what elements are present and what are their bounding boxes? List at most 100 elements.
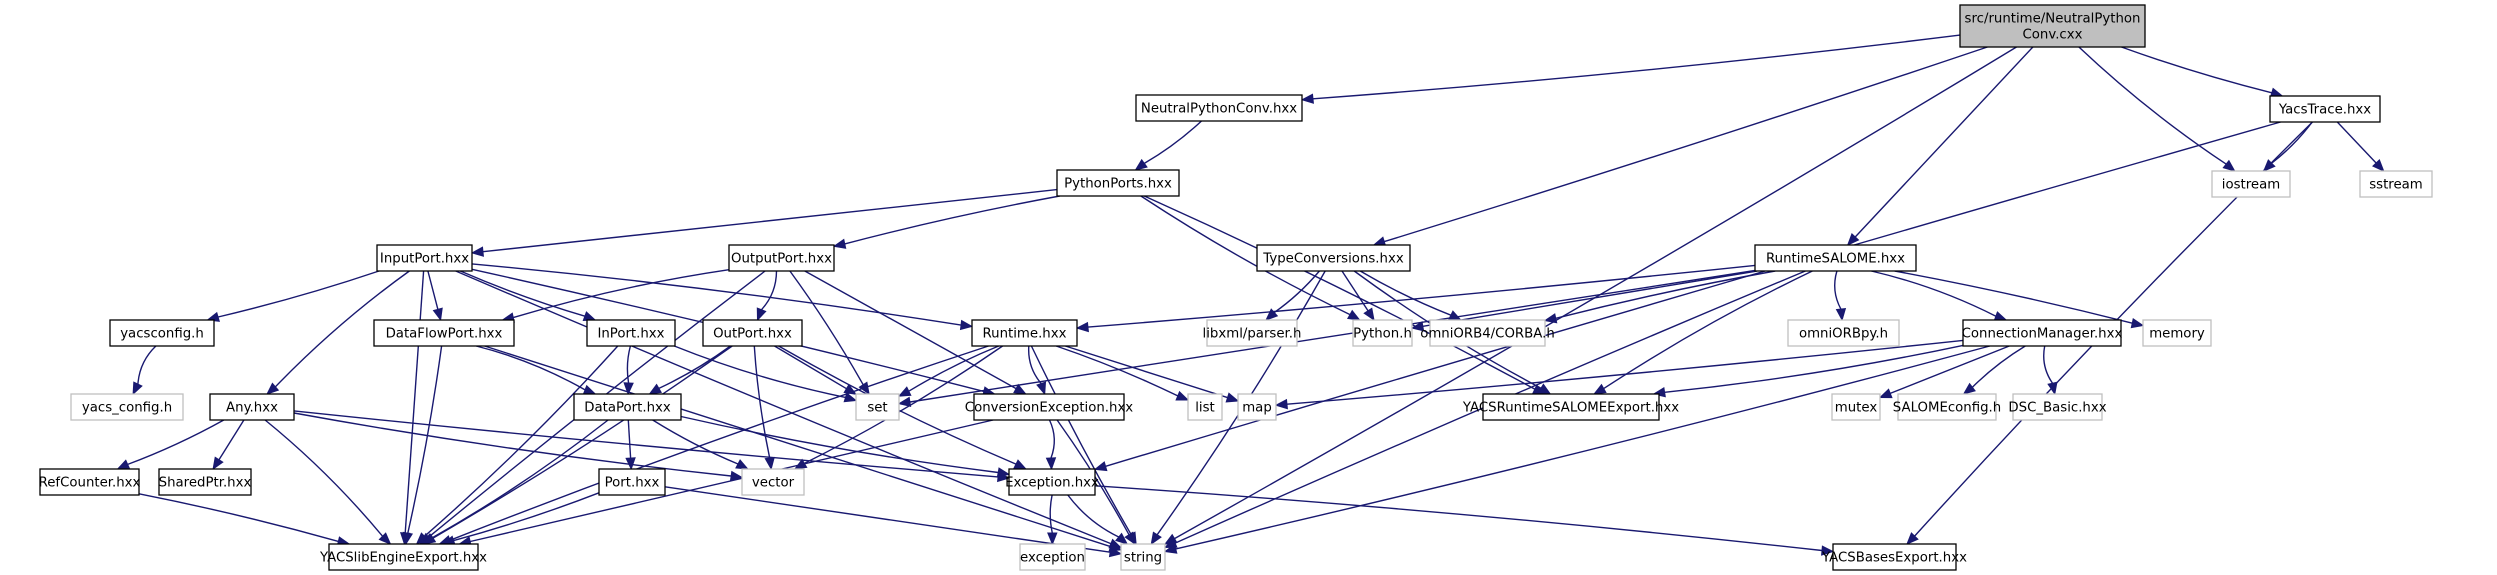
edge-outputport-to-outport	[756, 270, 778, 322]
edge-line	[1048, 419, 1055, 459]
edge-line	[1664, 344, 1964, 393]
node-box	[1135, 94, 1303, 122]
node-neutralpythonconv[interactable]: NeutralPythonConv.hxx	[1135, 94, 1303, 122]
edge-dataport-to-yacslibengineexport	[421, 419, 609, 545]
edge-line	[138, 493, 339, 543]
arrowhead-icon	[1265, 308, 1279, 321]
edge-outputport-to-conversionexception	[804, 270, 1027, 395]
node-label: yacs_config.h	[82, 401, 172, 416]
edge-runtimesalome-to-set	[897, 269, 1756, 408]
node-dataport[interactable]: DataPort.hxx	[573, 393, 682, 421]
edge-exception_hxx-to-yacsbasesexport	[1094, 485, 1835, 556]
node-label: iostream	[2222, 178, 2280, 193]
node-yacslibengineexport[interactable]: YACSlibEngineExport.hxx	[319, 543, 487, 571]
node-connectionmanager[interactable]: ConnectionManager.hxx	[1962, 319, 2123, 347]
edge-runtimesalome-to-omniorbpy	[1833, 270, 1847, 322]
edge-line	[1286, 339, 1964, 405]
arrowhead-icon	[996, 467, 1011, 478]
node-label: Runtime.hxx	[983, 327, 1067, 342]
node-runtime[interactable]: Runtime.hxx	[971, 319, 1078, 347]
edge-line	[1105, 121, 2281, 467]
edge-line	[1143, 120, 1202, 165]
edge-line	[1871, 270, 1997, 317]
node-box	[1832, 543, 1957, 571]
node-box	[702, 319, 803, 347]
node-box	[971, 319, 1078, 347]
edge-dataport-to-exception_hxx	[680, 415, 1011, 478]
edge-dataflowport-to-dataport	[476, 345, 597, 395]
node-box	[1008, 468, 1096, 496]
node-mutex: mutex	[1831, 393, 1881, 421]
arrowhead-icon	[432, 307, 443, 322]
edge-line	[2121, 46, 2272, 94]
node-label: libxml/parser.h	[1203, 327, 1302, 342]
node-sstream: sstream	[2359, 170, 2433, 198]
node-port[interactable]: Port.hxx	[598, 468, 666, 496]
node-box	[328, 543, 479, 571]
arrowhead-icon	[1124, 531, 1136, 546]
node-conversionexception[interactable]: ConversionException.hxx	[965, 393, 1134, 421]
node-inputport[interactable]: InputPort.hxx	[376, 244, 473, 272]
arrowhead-icon	[1300, 93, 1314, 104]
edge-any-to-sharedptr	[212, 419, 245, 471]
node-any[interactable]: Any.hxx	[209, 393, 295, 421]
edge-root-to-iostream	[2078, 46, 2236, 172]
arrowhead-icon	[832, 238, 847, 249]
edge-line	[455, 270, 1112, 545]
node-label: InputPort.hxx	[380, 252, 469, 267]
node-sharedptr[interactable]: SharedPtr.hxx	[158, 468, 252, 496]
edge-line	[293, 410, 999, 478]
arrowhead-icon	[843, 392, 858, 403]
node-memory: memory	[2142, 319, 2212, 347]
node-label: Port.hxx	[605, 476, 660, 491]
node-root[interactable]: src/runtime/NeutralPythonConv.cxx	[1959, 4, 2146, 48]
node-box	[376, 244, 473, 272]
edge-line	[774, 345, 847, 390]
node-box	[741, 468, 805, 496]
arrowhead-icon	[625, 457, 636, 471]
edge-line	[2078, 46, 2227, 165]
node-refcounter[interactable]: RefCounter.hxx	[39, 468, 141, 496]
node-label: list	[1195, 401, 1215, 416]
edge-exception_hxx-to-string	[1067, 494, 1129, 545]
node-inport[interactable]: InPort.hxx	[586, 319, 676, 347]
node-outputport[interactable]: OutputPort.hxx	[728, 244, 835, 272]
edge-runtimesalome-to-pythonh	[1410, 270, 1758, 332]
node-exception_hxx[interactable]: Exception.hxx	[1005, 468, 1099, 496]
node-yacsbasesexport[interactable]: YACSBasesExport.hxx	[1821, 543, 1967, 571]
node-dataflowport[interactable]: DataFlowPort.hxx	[373, 319, 515, 347]
node-box	[39, 468, 140, 496]
arrowhead-icon	[266, 382, 280, 395]
node-yacstrace[interactable]: YacsTrace.hxx	[2269, 95, 2381, 123]
edge-line	[127, 419, 225, 466]
node-outport[interactable]: OutPort.hxx	[702, 319, 803, 347]
arrowhead-icon	[1045, 457, 1057, 471]
node-typeconversions[interactable]: TypeConversions.hxx	[1256, 244, 1411, 272]
node-label: yacsconfig.h	[120, 327, 204, 342]
edge-neutralpythonconv-to-pythonports	[1134, 120, 1202, 171]
edge-line	[1422, 270, 1758, 327]
arrowhead-icon	[648, 383, 663, 395]
node-box	[209, 393, 295, 421]
node-box	[158, 468, 252, 496]
node-pythonports[interactable]: PythonPorts.hxx	[1056, 169, 1180, 197]
arrowhead-icon	[1993, 311, 2008, 322]
edge-root-to-typeconversions	[1372, 46, 1988, 247]
edge-line	[2043, 345, 2054, 384]
node-box	[1187, 393, 1223, 421]
node-yacsconfig[interactable]: yacsconfig.h	[109, 319, 215, 347]
edge-line	[1087, 264, 1756, 328]
node-box	[1237, 393, 1277, 421]
edge-runtimesalome-to-runtime	[1075, 264, 1756, 333]
node-runtimesalome[interactable]: RuntimeSALOME.hxx	[1754, 244, 1917, 272]
node-box	[1959, 4, 2146, 48]
edge-line	[1067, 494, 1120, 538]
edge-conversionexception-to-exception_hxx	[1045, 419, 1057, 471]
node-yacsruntimesalomeexport[interactable]: YACSRuntimeSALOMEExport.hxx	[1462, 393, 1679, 421]
edge-root-to-yacstrace	[2121, 46, 2284, 98]
node-map: map	[1237, 393, 1277, 421]
node-box	[70, 393, 184, 421]
edge-line	[218, 419, 245, 461]
node-label: Exception.hxx	[1005, 476, 1099, 491]
arrowhead-icon	[729, 470, 744, 482]
